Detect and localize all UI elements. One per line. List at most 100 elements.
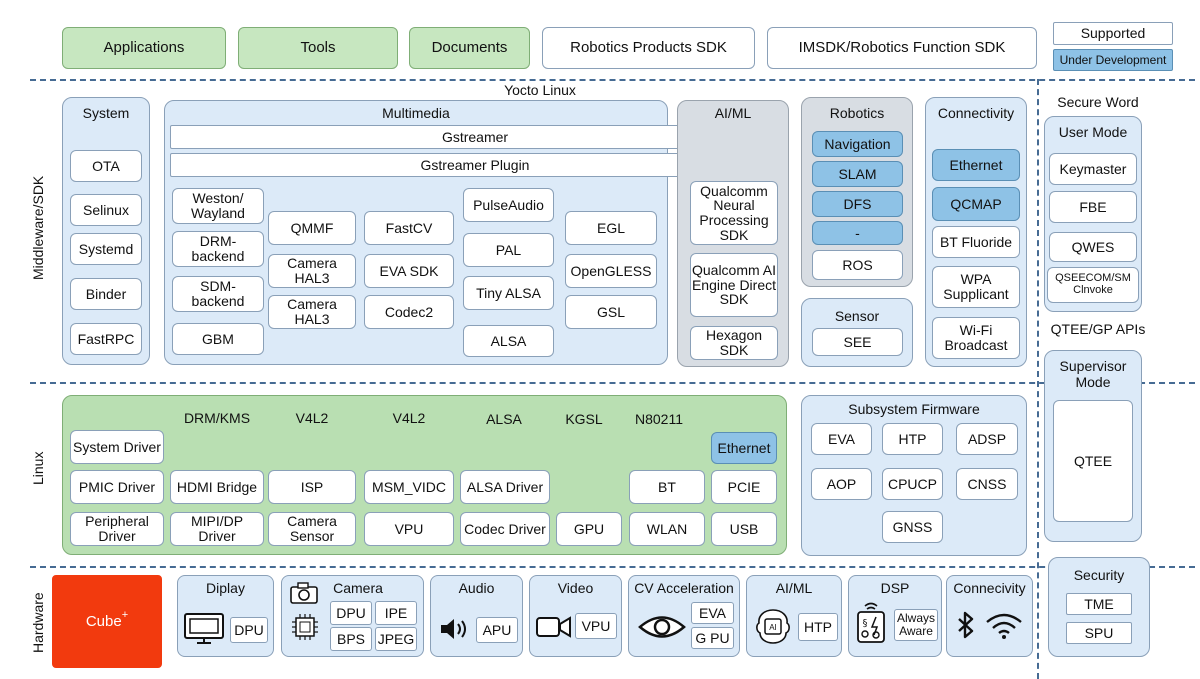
linux-gpu: GPU [556, 512, 622, 546]
linux-codec-driver: Codec Driver [460, 512, 550, 546]
system-fastrpc: FastRPC [70, 323, 142, 355]
linux-header-v4l2-a: V4L2 [295, 410, 329, 426]
robotics-slam: SLAM [812, 161, 903, 187]
wifi-icon [984, 612, 1024, 640]
firmware-aop: AOP [811, 468, 872, 500]
applications-box: Applications [62, 27, 226, 69]
separator-middle [30, 382, 1195, 384]
sdm-backend-box: SDM- backend [172, 276, 264, 312]
hw-display-title: Diplay [206, 580, 245, 596]
ai-chip-text: AI [769, 623, 777, 632]
pulseaudio-box: PulseAudio [463, 188, 554, 222]
hw-video-vpu: VPU [575, 613, 617, 639]
alsa-box: ALSA [463, 325, 554, 357]
conn-ethernet: Ethernet [932, 149, 1020, 181]
linux-header-v4l2-b: V4L2 [392, 410, 426, 426]
imsdk-box: IMSDK/Robotics Function SDK [767, 27, 1037, 69]
firmware-cpucp: CPUCP [882, 468, 943, 500]
aiml-hexagon-sdk: Hexagon SDK [690, 326, 778, 360]
linux-bt: BT [629, 470, 705, 504]
linux-peripheral-driver: Peripheral Driver [70, 512, 164, 546]
eva-sdk-box: EVA SDK [364, 254, 454, 288]
linux-label: Linux [30, 451, 46, 485]
linux-wlan: WLAN [629, 512, 705, 546]
linux-pcie: PCIE [711, 470, 777, 504]
hw-dsp-always-aware: Always Aware [894, 609, 938, 641]
hw-audio-apu: APU [476, 617, 518, 643]
multimedia-title: Multimedia [382, 105, 450, 121]
system-binder: Binder [70, 278, 142, 310]
opengless-box: OpenGLESS [565, 254, 657, 288]
bluetooth-icon [956, 611, 976, 639]
secure-word-title: Secure Word [1057, 94, 1139, 110]
hw-conn-panel [946, 575, 1033, 657]
hw-aiml-htp: HTP [798, 613, 838, 641]
aiml-title: AI/ML [714, 105, 752, 121]
middleware-label: Middleware/SDK [30, 175, 46, 280]
security-tme: TME [1066, 593, 1132, 615]
hw-cv-title: CV Acceleration [634, 580, 734, 596]
hw-dsp-title: DSP [880, 580, 910, 596]
video-camera-icon [535, 615, 573, 639]
hw-cv-gpu: G PU [691, 627, 734, 649]
firmware-eva: EVA [811, 423, 872, 455]
svg-text:§: § [863, 618, 868, 629]
chip-icon [290, 612, 320, 642]
conn-bt-fluoride: BT Fluoride [932, 226, 1020, 258]
firmware-htp: HTP [882, 423, 943, 455]
aiml-ai-engine-direct: Qualcomm AI Engine Direct SDK [690, 253, 778, 317]
security-spu: SPU [1066, 622, 1132, 644]
linux-camera-sensor: Camera Sensor [268, 512, 356, 546]
fastcv-box: FastCV [364, 211, 454, 245]
linux-mipi-dp-driver: MIPI/DP Driver [170, 512, 264, 546]
robotics-navigation: Navigation [812, 131, 903, 157]
hw-camera-bps: BPS [330, 627, 372, 651]
drm-backend-box: DRM- backend [172, 231, 264, 267]
linux-ethernet: Ethernet [711, 432, 777, 464]
sensor-phone-icon: § [854, 600, 888, 644]
sensor-title: Sensor [834, 308, 880, 324]
linux-vpu: VPU [364, 512, 454, 546]
hw-camera-ipe: IPE [375, 601, 417, 625]
tools-box: Tools [238, 27, 398, 69]
gsl-box: GSL [565, 295, 657, 329]
aiml-qnp-sdk: Qualcomm Neural Processing SDK [690, 181, 778, 245]
hw-conn-title: Connecivity [953, 580, 1026, 596]
hw-aiml-title: AI/ML [775, 580, 813, 596]
firmware-cnss: CNSS [956, 468, 1018, 500]
hw-camera-dpu: DPU [330, 601, 372, 625]
supervisor-title: Supervisor Mode [1059, 358, 1127, 390]
codec2-box: Codec2 [364, 295, 454, 329]
yocto-linux-label: Yocto Linux [504, 82, 576, 98]
linux-hdmi-bridge: HDMI Bridge [170, 470, 264, 504]
hw-display-dpu: DPU [230, 617, 268, 643]
hw-cv-eva: EVA [691, 602, 734, 624]
hw-camera-title: Camera [333, 580, 383, 596]
system-title: System [82, 105, 130, 121]
linux-header-n80211: N80211 [634, 411, 683, 427]
linux-alsa-driver: ALSA Driver [460, 470, 550, 504]
ai-brain-icon: AI [752, 606, 794, 648]
legend-under-development: Under Development [1053, 49, 1173, 71]
linux-system-driver: System Driver [70, 430, 164, 464]
system-systemd: Systemd [70, 233, 142, 265]
speaker-icon [439, 617, 471, 641]
security-title: Security [1073, 567, 1125, 583]
pal-box: PAL [463, 233, 554, 267]
hw-audio-panel [430, 575, 523, 657]
separator-vertical [1037, 79, 1039, 679]
system-ota: OTA [70, 150, 142, 182]
secure-qwes: QWES [1049, 232, 1137, 262]
hw-audio-title: Audio [458, 580, 495, 596]
firmware-gnss: GNSS [882, 511, 943, 543]
camera-icon [290, 582, 318, 604]
robotics-blank: - [812, 221, 903, 245]
qtee-box: QTEE [1053, 400, 1133, 522]
system-panel [62, 97, 150, 365]
hw-camera-jpeg: JPEG [375, 627, 417, 651]
hardware-label: Hardware [30, 592, 46, 653]
monitor-icon [183, 612, 225, 646]
linux-msm-vidc: MSM_VIDC [364, 470, 454, 504]
robotics-products-sdk-box: Robotics Products SDK [542, 27, 755, 69]
robotics-title: Robotics [829, 105, 885, 121]
